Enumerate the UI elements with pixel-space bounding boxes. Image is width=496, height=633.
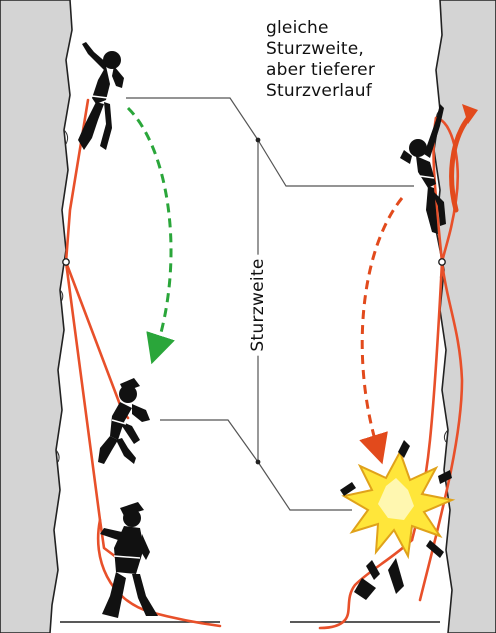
green-fall-arrow-icon (126, 106, 175, 365)
annotation-line-4: Sturzverlauf (266, 81, 372, 101)
measure-lines (126, 97, 414, 511)
annotation-line-2: Sturzweite, (266, 39, 364, 59)
impact-burst-icon (341, 449, 456, 560)
left-falling-climber-icon (98, 378, 150, 464)
annotation-text: gleiche Sturzweite, aber tieferer Sturzv… (266, 18, 476, 102)
right-top-climber-icon (400, 104, 446, 234)
right-bolt (438, 258, 446, 266)
left-rock-wall (0, 0, 73, 633)
left-bolt (62, 258, 70, 266)
annotation-line-1: gleiche (266, 18, 329, 38)
red-fall-arrow-icon (359, 197, 404, 465)
left-top-climber-icon (78, 42, 124, 150)
annotation-line-3: aber tieferer (266, 60, 376, 80)
left-belayer-icon (100, 502, 158, 618)
crashing-climber-icon (340, 440, 452, 600)
red-rise-arrow-icon (449, 113, 473, 213)
fall-distance-label: Sturzweite (248, 254, 268, 356)
